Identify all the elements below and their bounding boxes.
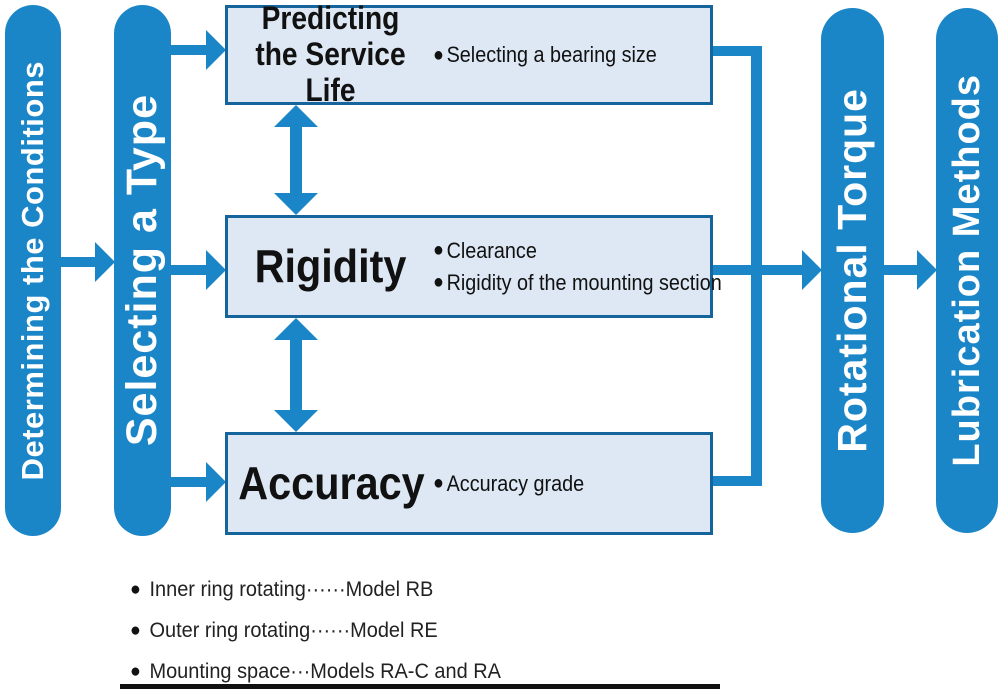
detail-text: Selecting a bearing size bbox=[446, 42, 657, 67]
bottom-divider-bar bbox=[120, 684, 720, 689]
detail-rigidity-mounting-section: ● Rigidity of the mounting section bbox=[433, 270, 722, 296]
detail-clearance: ● Clearance bbox=[433, 238, 722, 264]
stage-selecting-a-type: Selecting a Type bbox=[114, 5, 171, 536]
arrow-type-to-service-life bbox=[171, 30, 226, 70]
arrow-shaft bbox=[884, 265, 919, 275]
detail-accuracy-grade: ● Accuracy grade bbox=[433, 471, 682, 497]
arrow-head-right-icon bbox=[802, 250, 822, 290]
arrow-shaft bbox=[171, 477, 208, 487]
legend-text: Outer ring rotating······Model RE bbox=[149, 619, 438, 642]
detail-text: Rigidity of the mounting section bbox=[446, 269, 722, 295]
arrow-head-right-icon bbox=[206, 30, 226, 70]
stage-lubrication-methods: Lubrication Methods bbox=[936, 8, 998, 533]
arrow-head-up-icon bbox=[274, 105, 318, 127]
legend-text: Inner ring rotating······Model RB bbox=[149, 578, 434, 601]
bullet-icon: ● bbox=[130, 661, 141, 682]
box-accuracy-title: Accuracy bbox=[238, 456, 425, 509]
detail-selecting-bearing-size: ● Selecting a bearing size bbox=[433, 42, 682, 68]
detail-text: Accuracy grade bbox=[446, 470, 585, 496]
connector-top-segment bbox=[712, 46, 762, 56]
arrow-shaft bbox=[290, 336, 302, 414]
arrow-torque-to-lubrication bbox=[884, 250, 937, 290]
legend-text: Mounting space···Models RA-C and RA bbox=[149, 660, 501, 683]
legend-item-outer-ring: ● Outer ring rotating······Model RE bbox=[130, 619, 501, 643]
stage-rotational-torque: Rotational Torque bbox=[821, 8, 884, 533]
bullet-icon: ● bbox=[130, 620, 141, 641]
arrow-head-right-icon bbox=[95, 242, 115, 282]
arrow-type-to-rigidity bbox=[171, 250, 226, 290]
connector-bottom-segment bbox=[712, 476, 762, 486]
arrow-conditions-to-type bbox=[60, 242, 115, 282]
arrow-type-to-accuracy bbox=[171, 462, 226, 502]
stage-rotational-torque-label: Rotational Torque bbox=[829, 88, 875, 453]
arrow-head-up-icon bbox=[274, 318, 318, 340]
arrow-service-life-rigidity-bidirectional bbox=[274, 105, 318, 215]
legend-item-mounting-space: ● Mounting space···Models RA-C and RA bbox=[130, 660, 501, 684]
bullet-icon: ● bbox=[433, 472, 444, 494]
arrow-shaft bbox=[171, 45, 208, 55]
bullet-icon: ● bbox=[433, 43, 444, 66]
box-predicting-service-life: Predicting the Service Life ● Selecting … bbox=[225, 0, 713, 108]
box-rigidity-details: ● Clearance ● Rigidity of the mounting s… bbox=[433, 238, 754, 296]
arrow-head-right-icon bbox=[206, 462, 226, 502]
bullet-icon: ● bbox=[130, 579, 141, 600]
box-rigidity-title: Rigidity bbox=[254, 239, 407, 292]
legend-item-inner-ring: ● Inner ring rotating······Model RB bbox=[130, 578, 501, 602]
arrow-shaft bbox=[171, 265, 208, 275]
box-predicting-service-life-details: ● Selecting a bearing size bbox=[433, 42, 710, 68]
arrow-head-right-icon bbox=[206, 250, 226, 290]
stage-determining-conditions-label: Determining the Conditions bbox=[15, 60, 50, 481]
arrow-shaft bbox=[290, 123, 302, 197]
arrow-head-down-icon bbox=[274, 193, 318, 215]
bullet-icon: ● bbox=[433, 239, 444, 261]
box-accuracy: Accuracy ● Accuracy grade bbox=[225, 432, 713, 535]
stage-selecting-a-type-label: Selecting a Type bbox=[118, 94, 166, 447]
connector-vertical-segment bbox=[751, 46, 762, 486]
arrow-head-right-icon bbox=[917, 250, 937, 290]
arrow-head-down-icon bbox=[274, 410, 318, 432]
stage-determining-conditions: Determining the Conditions bbox=[5, 5, 61, 536]
box-accuracy-details: ● Accuracy grade bbox=[433, 471, 710, 497]
box-rigidity: Rigidity ● Clearance ● Rigidity of the m… bbox=[225, 215, 722, 318]
arrow-rigidity-accuracy-bidirectional bbox=[274, 318, 318, 432]
bullet-icon: ● bbox=[433, 271, 444, 293]
model-legend: ● Inner ring rotating······Model RB ● Ou… bbox=[130, 578, 520, 689]
box-predicting-service-life-title: Predicting the Service Life bbox=[255, 0, 406, 108]
stage-lubrication-methods-label: Lubrication Methods bbox=[945, 74, 988, 467]
detail-text: Clearance bbox=[446, 237, 537, 263]
arrow-shaft bbox=[60, 257, 97, 267]
